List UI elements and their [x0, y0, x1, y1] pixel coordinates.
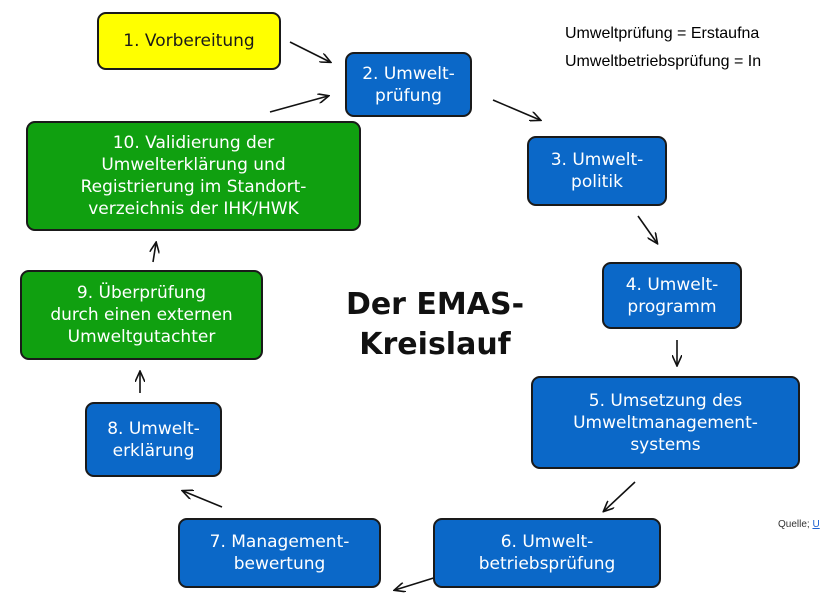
step-4-umweltprogramm: 4. Umwelt- programm: [602, 262, 742, 329]
step-1-vorbereitung: 1. Vorbereitung: [97, 12, 281, 70]
step-5-umsetzung: 5. Umsetzung des Umweltmanagement- syste…: [531, 376, 800, 469]
definitions: Umweltprüfung = Erstaufna Umweltbetriebs…: [565, 20, 827, 76]
arrow-2-to-3: [492, 99, 540, 120]
definition-line-2: Umweltbetriebsprüfung = In: [565, 53, 762, 70]
source-label: Quelle;: [778, 519, 810, 530]
definition-line-1: Umweltprüfung = Erstaufna: [565, 25, 760, 42]
step-2-label: 2. Umwelt- prüfung: [362, 63, 455, 106]
step-9-ueberpruefung: 9. Überprüfung durch einen externen Umwe…: [20, 270, 263, 360]
arrow-10-to-2: [269, 96, 328, 113]
source-note: Quelle; U: [778, 519, 827, 530]
step-3-label: 3. Umwelt- politik: [550, 150, 644, 192]
source-link[interactable]: U: [812, 519, 820, 530]
step-7-managementbewertung: 7. Management- bewertung: [178, 518, 381, 588]
arrow-7-to-8: [183, 491, 223, 508]
step-5-label: 5. Umsetzung des Umweltmanagement- syste…: [573, 390, 758, 455]
step-7-label: 7. Management- bewertung: [209, 532, 350, 574]
arrow-3-to-4: [637, 215, 657, 243]
step-4-label: 4. Umwelt- programm: [625, 274, 719, 317]
step-8-label: 8. Umwelt- erklärung: [107, 418, 200, 461]
step-8-umwelterklaerung: 8. Umwelt- erklärung: [85, 402, 222, 477]
arrow-1-to-2: [289, 41, 330, 62]
step-3-umweltpolitik: 3. Umwelt- politik: [527, 136, 667, 206]
step-1-label: 1. Vorbereitung: [123, 31, 255, 51]
arrow-5-to-6: [604, 481, 636, 511]
step-6-label: 6. Umwelt- betriebsprüfung: [478, 532, 616, 574]
step-10-validierung: 10. Validierung der Umwelterklärung und …: [26, 121, 361, 231]
arrow-9-to-10: [153, 243, 156, 263]
diagram-title: Der EMAS- Kreislauf: [345, 287, 525, 362]
step-2-umweltpruefung: 2. Umwelt- prüfung: [345, 52, 472, 117]
step-6-umweltbetriebspruefung: 6. Umwelt- betriebsprüfung: [433, 518, 661, 588]
step-10-label: 10. Validierung der Umwelterklärung und …: [80, 133, 307, 219]
arrow-6-to-7: [395, 575, 441, 590]
step-9-label: 9. Überprüfung durch einen externen Umwe…: [50, 283, 233, 347]
